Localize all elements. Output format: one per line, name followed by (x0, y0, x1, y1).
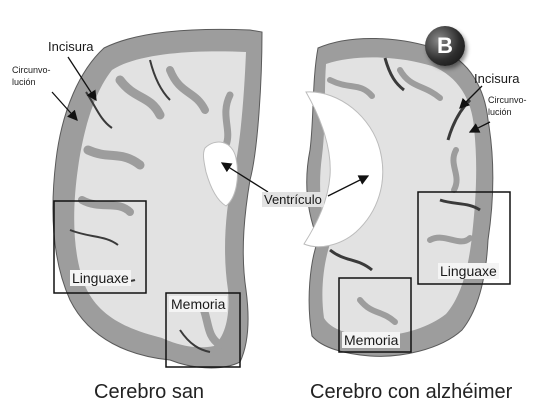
alzheimer-groove-label: Incisura (474, 72, 520, 85)
healthy-brain (53, 29, 262, 368)
alzheimer-fold-label: Circunvo- lución (488, 94, 527, 118)
healthy-fold-label-line2: lución (12, 77, 36, 87)
alzheimer-fold-label-line1: Circunvo- (488, 95, 527, 105)
healthy-caption: Cerebro san (94, 382, 204, 402)
alzheimer-caption: Cerebro con alzhéimer (310, 382, 512, 402)
alzheimer-language-label: Linguaxe (438, 263, 499, 279)
alzheimer-fold-label-line2: lución (488, 107, 512, 117)
alzheimer-brain (304, 38, 493, 356)
alzheimer-memory-label: Memoria (342, 332, 400, 348)
healthy-language-label: Linguaxe (70, 270, 131, 286)
panel-badge: B (425, 26, 465, 66)
healthy-groove-label: Incisura (48, 40, 94, 53)
ventricle-label: Ventrículo (262, 192, 324, 207)
healthy-memory-label: Memoria (169, 296, 227, 312)
healthy-fold-label: Circunvo- lución (12, 64, 51, 88)
healthy-fold-label-line1: Circunvo- (12, 65, 51, 75)
